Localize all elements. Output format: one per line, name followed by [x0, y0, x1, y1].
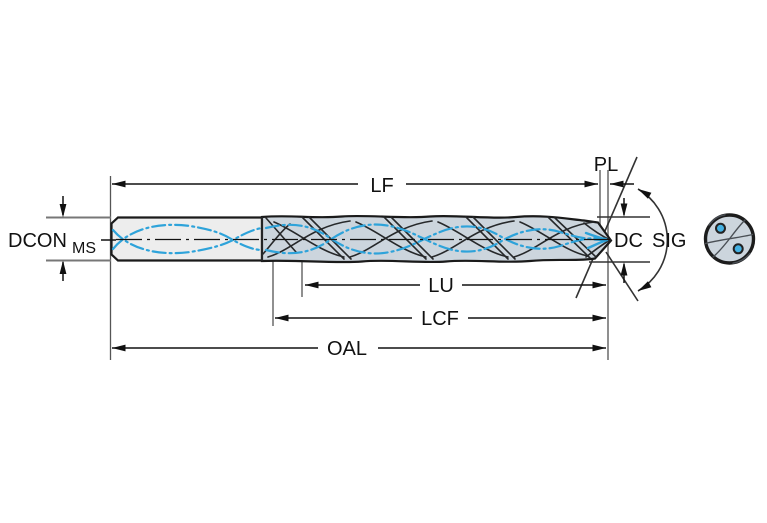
extension-lines	[46, 170, 650, 360]
label-sig: SIG	[652, 230, 686, 252]
flute-lines	[261, 216, 611, 262]
coolant-channel-lines	[111, 223, 609, 255]
point-angle-flank-line	[575, 156, 638, 299]
dimension-sig: SIG	[652, 230, 686, 252]
point-angle-arc	[637, 188, 669, 292]
end-view-cutting-edges	[704, 214, 754, 264]
label-lcf: LCF	[421, 308, 459, 330]
label-dcon: DCON	[8, 230, 67, 252]
coolant-hole	[715, 222, 726, 234]
label-lu: LU	[428, 275, 454, 297]
drill-end-view	[703, 213, 756, 265]
dimension-dcon: DCON MS	[8, 196, 116, 281]
dimension-lu: LU	[305, 274, 606, 297]
dimension-lf: LF	[112, 173, 598, 197]
dimension-dc: DC	[614, 198, 643, 283]
label-dc: DC	[614, 230, 643, 252]
dimension-oal: OAL	[112, 337, 606, 360]
coolant-hole	[732, 243, 744, 255]
dimension-pl: PL	[594, 154, 634, 188]
label-dcon-subscript: MS	[72, 240, 96, 257]
label-lf: LF	[370, 175, 393, 197]
point-angle-flank-line	[605, 251, 639, 302]
label-oal: OAL	[327, 338, 367, 360]
drill-side-view	[110, 214, 614, 264]
point-angle-construction	[575, 156, 669, 302]
dimension-lcf: LCF	[275, 307, 606, 330]
label-pl: PL	[594, 154, 618, 176]
